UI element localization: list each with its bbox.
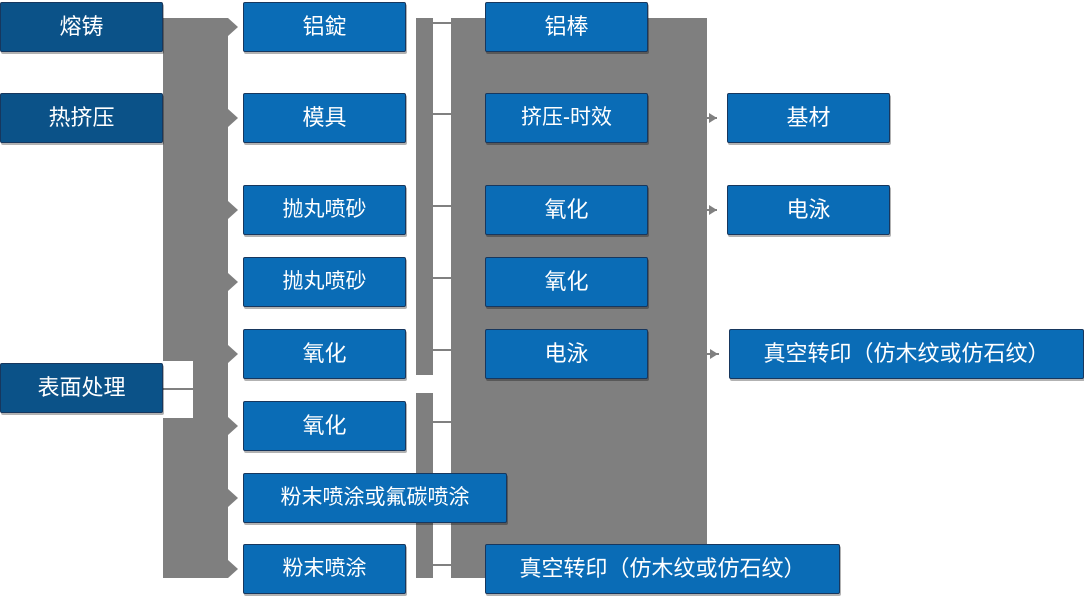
stage-box-hot-extrusion[interactable]: 热挤压: [0, 93, 163, 143]
connector-arrowhead-5: [228, 345, 238, 363]
connector-arrowhead-2: [228, 109, 238, 127]
out-arrow-head-1: [709, 113, 717, 123]
surface-treatment-stub: [163, 388, 193, 390]
process-box-oxidation-4[interactable]: 氧化: [485, 257, 648, 307]
connector-rung-4: [433, 277, 453, 279]
connector-rung-1: [433, 22, 453, 24]
stage-box-surface-treatment[interactable]: 表面处理: [0, 363, 163, 413]
process-box-powder-coating[interactable]: 粉末喷涂: [243, 544, 406, 594]
out-arrow-head-2: [709, 205, 717, 215]
stage-box-melting-casting[interactable]: 熔铸: [0, 2, 163, 52]
connector-arrowhead-3: [228, 201, 238, 219]
connector-arrowhead-8: [228, 560, 238, 578]
connector-band-left: [163, 18, 228, 578]
process-box-extrusion-aging[interactable]: 挤压-时效: [485, 93, 648, 143]
output-box-electrophoresis[interactable]: 电泳: [727, 185, 890, 235]
process-box-oxidation-1[interactable]: 氧化: [243, 329, 406, 379]
out-arrow-head-3: [710, 349, 718, 359]
process-box-mould[interactable]: 模具: [243, 93, 406, 143]
connector-rung-5: [433, 349, 453, 351]
connector-arrowhead-7: [228, 489, 238, 507]
process-box-shot-blasting-2[interactable]: 抛丸喷砂: [243, 257, 406, 307]
connector-rung-3: [433, 205, 453, 207]
output-box-vacuum-transfer[interactable]: 真空转印（仿木纹或仿石纹）: [729, 329, 1084, 379]
process-box-oxidation-2[interactable]: 氧化: [243, 401, 406, 451]
connector-rung-8: [433, 564, 453, 566]
connector-rung-6: [433, 421, 453, 423]
process-box-oxidation-3[interactable]: 氧化: [485, 185, 648, 235]
connector-arrowhead-6: [228, 417, 238, 435]
connector-arrowhead-4: [228, 273, 238, 291]
process-box-electrophoresis-mid[interactable]: 电泳: [485, 329, 648, 379]
process-box-aluminium-bar[interactable]: 铝棒: [485, 2, 648, 52]
connector-arrowhead-1: [228, 18, 238, 36]
connector-band-mid-vertical: [416, 18, 433, 375]
process-box-aluminium-ingot[interactable]: 铝錠: [243, 2, 406, 52]
process-box-shot-blasting-1[interactable]: 抛丸喷砂: [243, 185, 406, 235]
process-box-vacuum-transfer-mid[interactable]: 真空转印（仿木纹或仿石纹）: [485, 544, 840, 594]
process-box-powder-or-pvdf[interactable]: 粉末喷涂或氟碳喷涂: [243, 473, 507, 523]
output-box-base-material[interactable]: 基材: [727, 93, 890, 143]
connector-rung-2: [433, 113, 453, 115]
